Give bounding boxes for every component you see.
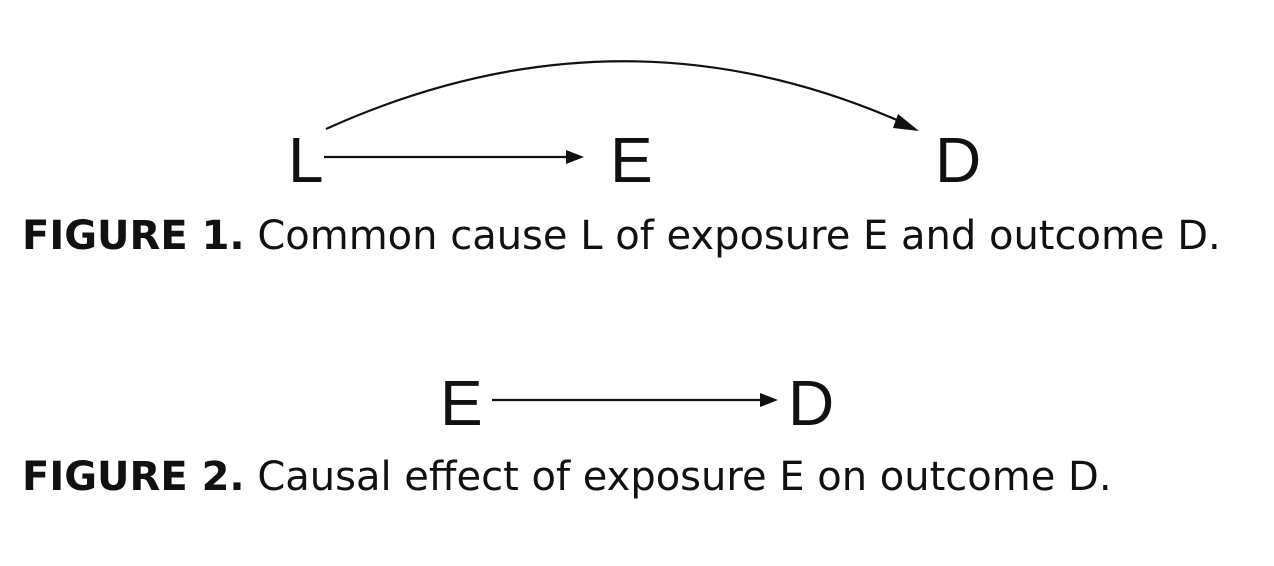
arrowhead-L-to-E [566,150,584,164]
node-D-fig2: D [788,367,834,439]
arrowhead-L-to-D [893,114,919,131]
node-L: L [288,124,324,196]
figure-2-diagram: E D [440,367,834,439]
arrowhead-E-to-D [760,393,778,407]
figure-2-caption: FIGURE 2. Causal effect of exposure E on… [22,453,1112,501]
figure-1-caption-text: Common cause L of exposure E and outcome… [257,213,1221,259]
node-E-fig2: E [440,367,483,439]
figure-1-caption: FIGURE 1. Common cause L of exposure E a… [22,212,1221,260]
figure-2-caption-label: FIGURE 2. [22,454,245,500]
figure-2-caption-text: Causal effect of exposure E on outcome D… [257,454,1112,500]
figure-1-caption-label: FIGURE 1. [22,213,245,259]
node-D: D [935,124,981,196]
edge-L-to-D [325,60,907,131]
node-E: E [610,124,653,196]
